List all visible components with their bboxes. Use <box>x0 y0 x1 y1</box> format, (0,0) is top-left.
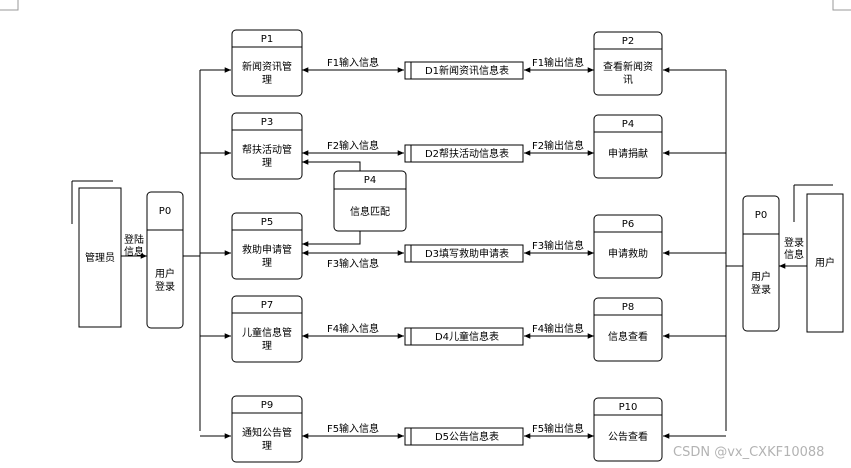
process-p4-match-name: 信息匹配 <box>350 205 390 218</box>
data-store-4 <box>404 327 524 346</box>
left-trunk <box>183 70 201 431</box>
process-name-left-1-a: 新闻资讯管 <box>242 60 292 73</box>
process-id-right-5: P10 <box>619 402 638 413</box>
user-login-flow-label-2: 信息 <box>784 248 804 261</box>
process-name-right-1-b: 讯 <box>623 74 633 86</box>
process-box-left-5 <box>231 395 303 463</box>
process-name-left-3-a: 救助申请管 <box>242 243 292 256</box>
process-p0-right-name-1: 用户 <box>751 270 771 283</box>
data-store-label-2: D2帮扶活动信息表 <box>425 147 509 160</box>
admin-entity-label: 管理员 <box>85 251 115 264</box>
process-id-right-1: P2 <box>622 36 634 47</box>
process-id-left-1: P1 <box>261 34 273 45</box>
user-login-flow-label-1: 登录 <box>784 236 804 249</box>
admin-entity: 管理员 <box>71 180 122 328</box>
data-store-label-3: D3填写救助申请表 <box>425 247 509 260</box>
process-rows: P1新闻资讯管理F1输入信息D1新闻资讯信息表F1输出信息P2查看新闻资讯P3帮… <box>200 29 726 463</box>
process-name-left-4-b: 理 <box>262 340 272 352</box>
user-entity-label: 用户 <box>815 256 835 269</box>
process-name-left-5-a: 通知公告管 <box>242 426 292 439</box>
process-p0-left-name-2: 登录 <box>155 280 175 293</box>
input-flow-label-2: F2输入信息 <box>327 139 379 152</box>
data-store-1 <box>404 61 524 80</box>
data-store-label-4: D4儿童信息表 <box>435 330 499 343</box>
process-p0-right: P0 用户 登录 <box>742 195 780 332</box>
process-id-left-3: P5 <box>261 217 273 228</box>
input-flow-label-5: F5输入信息 <box>327 422 379 435</box>
output-flow-label-2: F2输出信息 <box>532 139 584 152</box>
process-p0-right-id: P0 <box>755 210 767 221</box>
input-flow-label-4: F4输入信息 <box>327 322 379 335</box>
process-id-left-5: P9 <box>261 400 273 411</box>
admin-login-flow: 登陆 信息 <box>121 233 147 259</box>
process-id-left-2: P3 <box>261 117 273 128</box>
process-name-left-2-b: 理 <box>262 157 272 169</box>
process-id-left-4: P7 <box>261 300 273 311</box>
process-p0-left-id: P0 <box>159 206 171 217</box>
process-p0-right-name-2: 登录 <box>751 283 771 296</box>
match-flows <box>302 159 361 247</box>
process-name-left-2-a: 帮扶活动管 <box>242 143 292 156</box>
process-name-right-4-a: 信息查看 <box>608 330 648 343</box>
process-name-right-3-a: 申请救助 <box>608 247 648 260</box>
watermark-text: CSDN @vx_CXKF10088 <box>673 445 824 460</box>
input-flow-label-1: F1输入信息 <box>327 56 379 69</box>
output-flow-label-4: F4输出信息 <box>532 322 584 335</box>
process-box-left-2 <box>231 112 303 180</box>
output-flow-label-5: F5输出信息 <box>532 422 584 435</box>
page-corner-marks <box>0 0 851 11</box>
user-entity: 用户 <box>793 184 844 333</box>
process-box-right-2 <box>593 114 663 179</box>
process-name-right-5-a: 公告查看 <box>608 430 648 443</box>
output-flow-label-3: F3输出信息 <box>532 239 584 252</box>
process-box-right-3 <box>593 214 663 279</box>
process-box-right-5 <box>593 397 663 462</box>
process-name-left-1-b: 理 <box>262 74 272 86</box>
user-login-flow: 登录 信息 <box>779 236 807 269</box>
output-flow-label-1: F1输出信息 <box>532 56 584 69</box>
process-box-right-4 <box>593 297 663 362</box>
data-store-label-5: D5公告信息表 <box>435 430 499 443</box>
process-name-left-3-b: 理 <box>262 257 272 269</box>
process-name-right-1-a: 查看新闻资 <box>603 60 653 73</box>
process-p0-left-name-1: 用户 <box>155 267 175 280</box>
process-p4-match-id: P4 <box>364 175 376 186</box>
right-trunk <box>725 70 743 431</box>
admin-login-flow-label-1: 登陆 <box>124 233 144 246</box>
data-store-3 <box>404 244 524 263</box>
admin-login-flow-label-2: 信息 <box>124 245 144 258</box>
data-store-label-1: D1新闻资讯信息表 <box>425 64 509 77</box>
process-name-left-4-a: 儿童信息管 <box>242 326 292 339</box>
process-id-right-3: P6 <box>622 219 634 230</box>
process-box-left-4 <box>231 295 303 363</box>
process-id-right-4: P8 <box>622 302 634 313</box>
data-store-5 <box>404 427 524 446</box>
process-box-left-1 <box>231 29 303 97</box>
process-box-right-1 <box>593 31 663 96</box>
process-id-right-2: P4 <box>622 119 634 130</box>
process-name-right-2-a: 申请捐献 <box>608 147 648 160</box>
process-name-left-5-b: 理 <box>262 440 272 452</box>
input-flow-label-3: F3输入信息 <box>327 257 379 270</box>
process-p0-left: P0 用户 登录 <box>146 191 184 329</box>
data-store-2 <box>404 144 524 163</box>
process-p4-match: P4 信息匹配 <box>333 170 407 232</box>
